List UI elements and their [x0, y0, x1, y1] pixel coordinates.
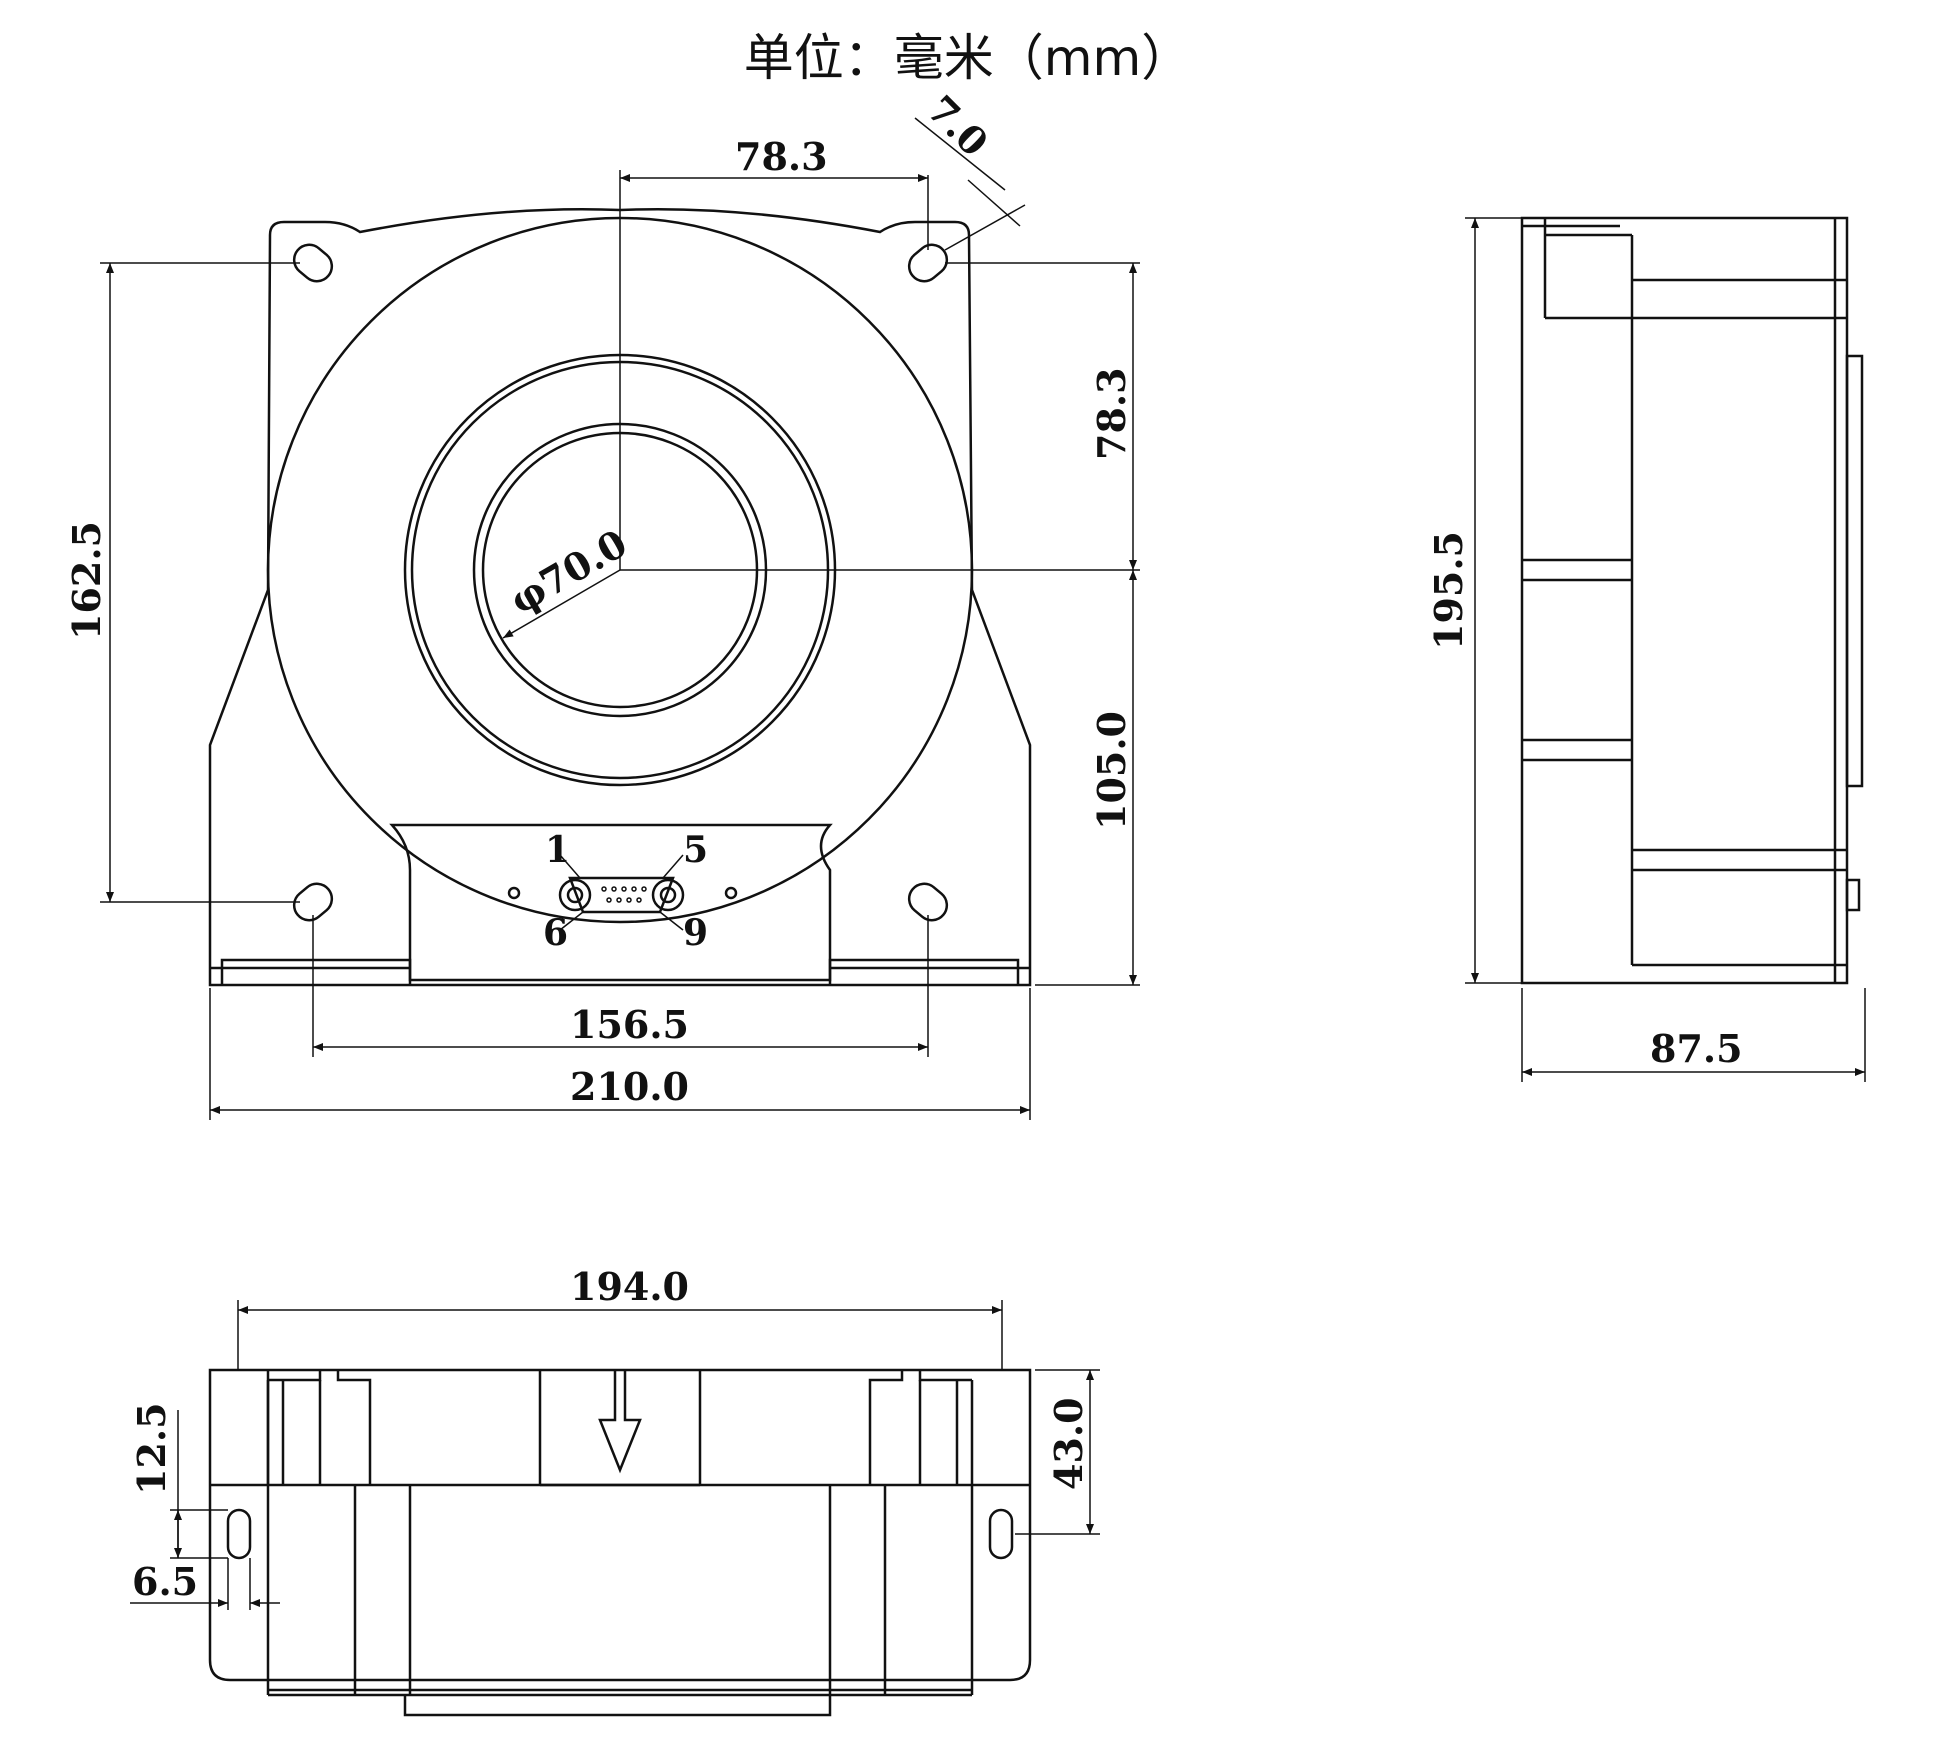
- connector-pin-1: 1: [545, 829, 570, 871]
- dim-hole-vertical-spacing: 162.5: [64, 521, 109, 640]
- connector-pin-5: 5: [683, 829, 708, 871]
- bottom-hole-left: [226, 1508, 252, 1560]
- mount-hole-top-right: [907, 243, 949, 283]
- front-base-inner-right: [828, 958, 1020, 985]
- dim-bottom-width: 194.0: [570, 1264, 689, 1309]
- dim-height-upper: 78.3: [1089, 367, 1134, 460]
- mount-hole-bottom-right: [907, 882, 949, 922]
- front-lower-body: [389, 823, 833, 982]
- dim-hole-width: 7.0: [919, 87, 998, 166]
- dim-bottom-hole-width: 6.5: [132, 1559, 198, 1604]
- bottom-hole-right: [988, 1508, 1014, 1560]
- dim-inner-diameter: φ70.0: [502, 520, 634, 622]
- front-dimensions: [100, 117, 1140, 1120]
- mount-hole-top-left: [292, 243, 334, 283]
- bottom-view: [208, 1368, 1032, 1717]
- connector-pin-6: 6: [543, 912, 568, 954]
- side-view: [1520, 216, 1864, 985]
- dim-hole-horizontal-spacing: 156.5: [570, 1002, 689, 1047]
- front-base-inner: [220, 958, 412, 985]
- dim-side-depth: 87.5: [1650, 1026, 1743, 1071]
- dim-bottom-height: 43.0: [1046, 1397, 1091, 1490]
- dim-top-hole-to-center: 78.3: [735, 134, 828, 179]
- connector-pin-9: 9: [683, 912, 708, 954]
- bottom-dimensions: [130, 1300, 1100, 1610]
- side-dimensions: [1465, 217, 1866, 1082]
- unit-title: 单位：毫米（mm）: [743, 29, 1192, 87]
- dim-height-lower: 105.0: [1089, 711, 1134, 830]
- dim-side-overall-height: 195.5: [1426, 531, 1471, 650]
- dim-bottom-hole-offset: 12.5: [129, 1402, 174, 1495]
- mount-hole-bottom-left: [292, 882, 334, 922]
- dim-overall-width: 210.0: [570, 1064, 689, 1109]
